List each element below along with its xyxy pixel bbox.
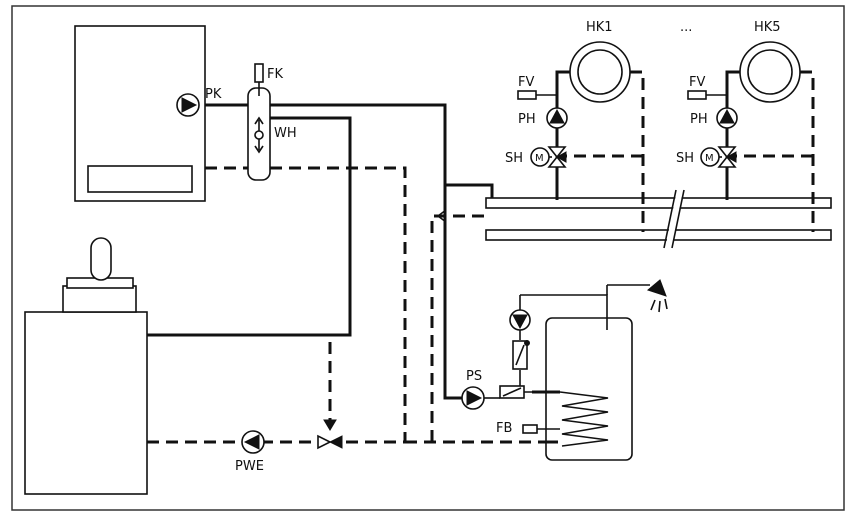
- label-ps: PS: [466, 369, 482, 384]
- return-arrow: [436, 209, 447, 223]
- sensor-fk: [254, 63, 264, 96]
- label-sh-1: SH: [505, 151, 523, 166]
- hydraulic-separator: [247, 87, 271, 181]
- pump-pk-icon: [176, 93, 200, 117]
- heating-circuit-hk5: [687, 41, 815, 232]
- diagram-border: [11, 5, 845, 511]
- label-fk: FK: [267, 67, 283, 82]
- label-ph-5: PH: [690, 112, 708, 127]
- floor-unit: [24, 237, 148, 495]
- return-pipes: [147, 166, 546, 444]
- label-hk1: HK1: [586, 20, 613, 35]
- label-fv-5: FV: [689, 75, 705, 90]
- label-wh: WH: [274, 126, 297, 141]
- heating-circuit-hk1: [517, 41, 645, 232]
- three-way-valve: [317, 419, 343, 450]
- dhw-cylinder: [522, 317, 633, 461]
- label-ph-1: PH: [518, 112, 536, 127]
- label-hk5: HK5: [754, 20, 781, 35]
- label-pwe: PWE: [235, 459, 264, 474]
- pump-pwe-icon: [241, 430, 265, 454]
- pump-ps-icon: [443, 185, 525, 410]
- dhw-circulation: [509, 284, 650, 393]
- manifold-break: [663, 189, 685, 251]
- label-m-5: M: [705, 153, 714, 164]
- shower-icon: [646, 279, 668, 313]
- label-sh-5: SH: [676, 151, 694, 166]
- label-fb: FB: [496, 421, 512, 436]
- label-m-1: M: [535, 153, 544, 164]
- manifold-supply: [485, 197, 832, 209]
- label-pk: PK: [205, 87, 222, 102]
- label-fv-1: FV: [518, 75, 534, 90]
- manifold-return: [485, 229, 832, 241]
- label-ellipsis: ...: [680, 20, 692, 35]
